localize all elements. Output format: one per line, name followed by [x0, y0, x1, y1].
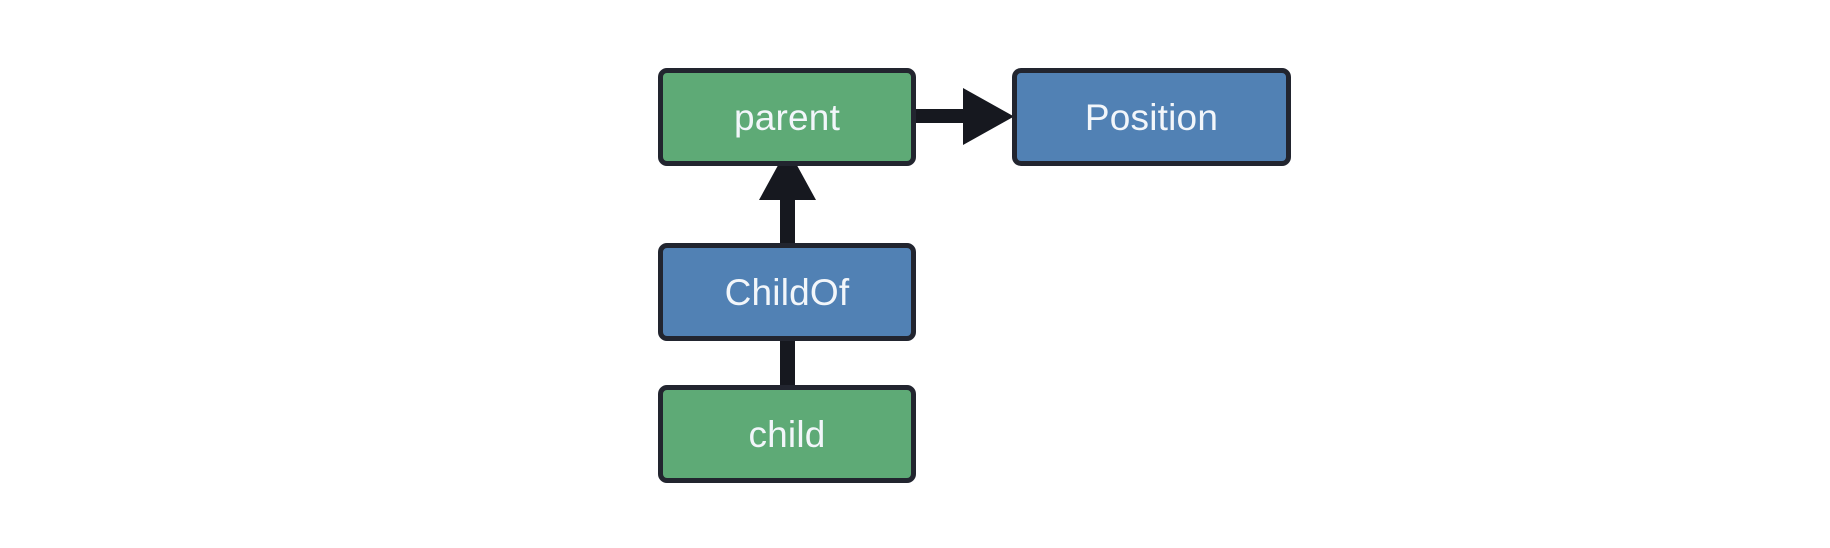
- node-child[interactable]: child: [658, 385, 916, 483]
- node-position[interactable]: Position: [1012, 68, 1291, 166]
- node-position-label: Position: [1084, 96, 1219, 138]
- edge-childof-to-parent: [759, 148, 816, 246]
- node-childof[interactable]: ChildOf: [658, 243, 916, 341]
- edge-child-to-childof: [780, 338, 795, 388]
- node-child-label: child: [748, 413, 826, 455]
- node-parent-label: parent: [733, 96, 841, 138]
- node-childof-label: ChildOf: [724, 271, 850, 313]
- node-parent[interactable]: parent: [658, 68, 916, 166]
- edge-parent-to-position: [913, 88, 1014, 145]
